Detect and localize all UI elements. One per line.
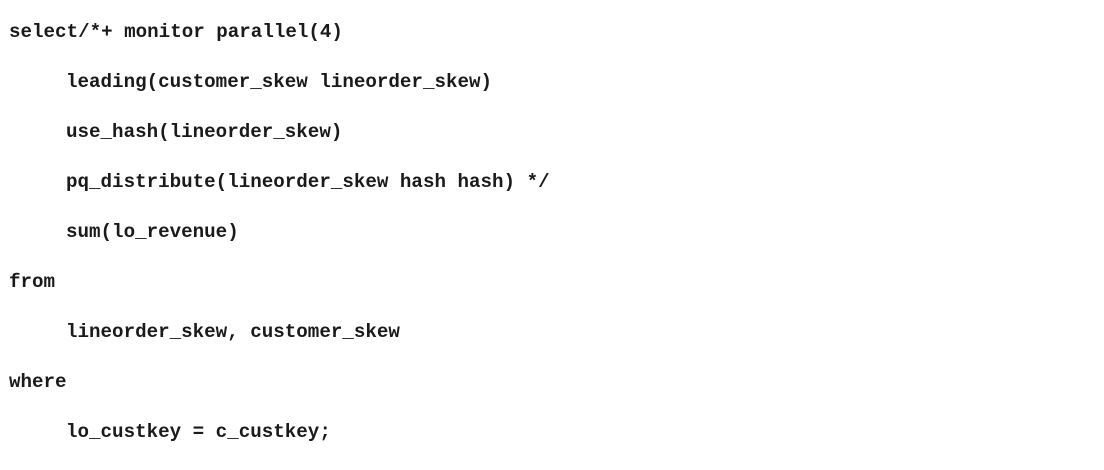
- code-line: use_hash(lineorder_skew): [66, 121, 343, 143]
- code-line: from: [9, 271, 56, 293]
- code-line: lineorder_skew, customer_skew: [66, 321, 400, 343]
- sql-code-block: select/*+ monitor parallel(4) leading(cu…: [9, 19, 550, 469]
- code-line: pq_distribute(lineorder_skew hash hash) …: [66, 171, 550, 193]
- code-line: lo_custkey = c_custkey;: [66, 421, 331, 443]
- code-line: select/*+ monitor parallel(4): [9, 21, 343, 43]
- code-line: sum(lo_revenue): [66, 221, 239, 243]
- code-line: where: [9, 371, 67, 393]
- code-line: leading(customer_skew lineorder_skew): [66, 71, 493, 93]
